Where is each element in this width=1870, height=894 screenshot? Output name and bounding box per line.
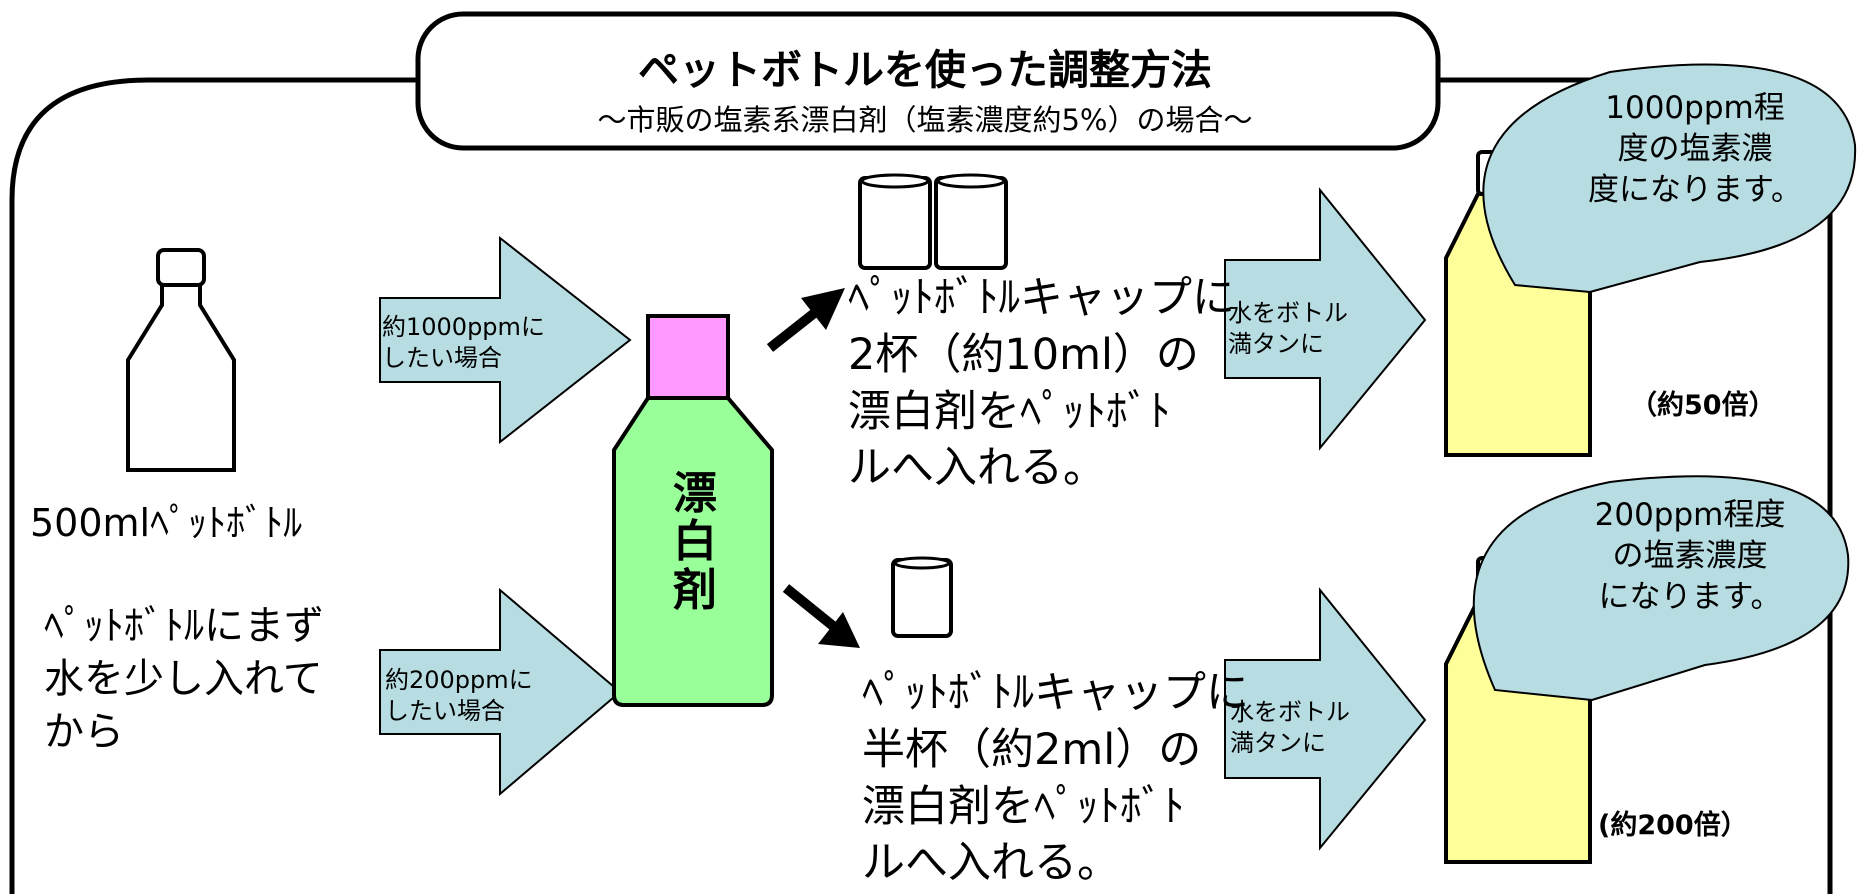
step-200-text: ﾍﾟｯﾄﾎﾞﾄﾙキャップに 半杯（約2ml）の 漂白剤をﾍﾟｯﾄﾎﾞﾄ ルへ入れ… — [862, 668, 1249, 889]
bubble-200-text: 200ppm程度 の塩素濃度 になります。 — [1594, 497, 1786, 615]
page-title: ペットボトルを使った調整方法 — [638, 46, 1212, 94]
arrow-200ppm-shape — [379, 587, 622, 797]
prep-note: ﾍﾟｯﾄﾎﾞﾄﾙにまず 水を少し入れて から — [44, 603, 324, 755]
fill-1000-label: 水をボトル 満タンに — [1228, 299, 1348, 359]
arrow-down-right-icon — [782, 584, 860, 648]
title-box — [415, 11, 1441, 151]
arrow-1000ppm-label: 約1000ppmに したい場合 — [382, 313, 545, 373]
bubble-200-shape — [1472, 475, 1850, 702]
empty-pet-bottle-icon — [126, 248, 236, 472]
factor-1000-label: （約50倍） — [1630, 390, 1776, 421]
empty-bottle-label: 500mlﾍﾟｯﾄﾎﾞﾄﾙ — [30, 501, 303, 545]
page-subtitle: ～市販の塩素系漂白剤（塩素濃度約5%）の場合～ — [597, 103, 1253, 137]
bubble-1000-shape — [1482, 63, 1857, 294]
arrow-fill-200-shape — [1224, 587, 1427, 851]
arrow-up-right-icon — [766, 288, 845, 352]
arrow-fill-1000-shape — [1224, 187, 1427, 451]
bubble-1000-text: 1000ppm程 度の塩素濃 度になります。 — [1588, 90, 1802, 208]
two-caps-icon — [858, 173, 1008, 270]
factor-200-label: (約200倍） — [1598, 810, 1748, 841]
step-1000-text: ﾍﾟｯﾄﾎﾞﾄﾙキャップに 2杯（約10ml）の 漂白剤をﾍﾟｯﾄﾎﾞﾄ ルへ入… — [848, 273, 1235, 494]
fill-200-label: 水をボトル 満タンに — [1230, 698, 1350, 758]
bleach-bottle-icon — [612, 314, 774, 707]
single-cap-icon — [891, 556, 953, 638]
arrow-1000ppm-shape — [379, 235, 632, 445]
arrow-200ppm-label: 約200ppmに したい場合 — [385, 666, 533, 726]
bleach-label: 漂 白 剤 — [673, 468, 717, 616]
